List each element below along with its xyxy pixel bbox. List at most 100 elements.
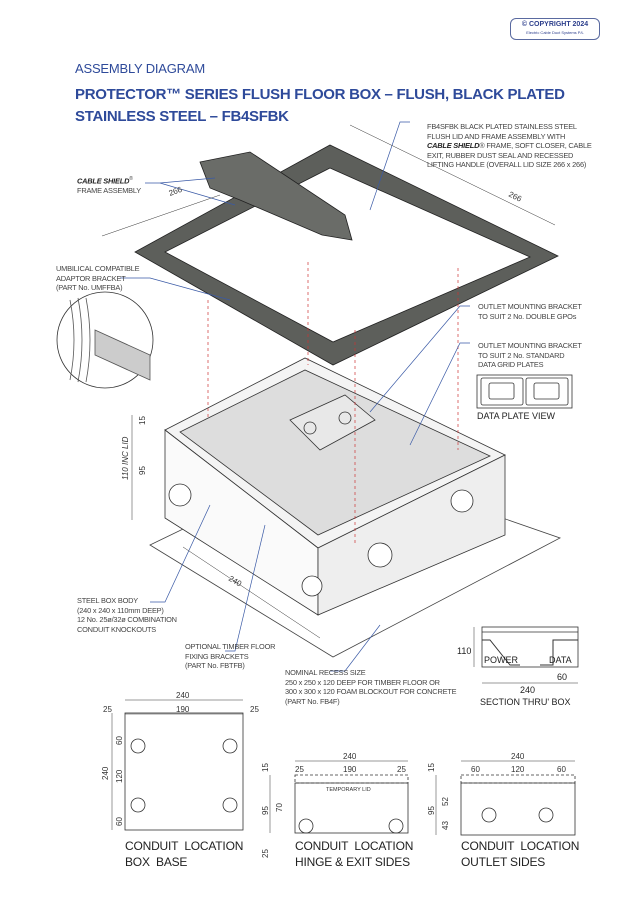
note-line: EXIT, RUBBER DUST SEAL AND RECESSED xyxy=(427,150,574,160)
brand-name: CABLE SHIELD xyxy=(427,141,480,151)
temporary-lid-label: TEMPORARY LID xyxy=(326,787,371,793)
section-caption: SECTION THRU' BOX xyxy=(480,697,571,707)
caption-line: OUTLET SIDES xyxy=(461,855,546,869)
base-dim: 25 xyxy=(103,705,112,714)
hinge-dim: 190 xyxy=(343,765,357,774)
note-line: STEEL BOX BODY xyxy=(77,596,138,605)
hinge-dim: 95 xyxy=(261,806,270,815)
base-dim: 25 xyxy=(250,705,259,714)
hinge-caption: CONDUIT LOCATION HINGE & EXIT SIDES xyxy=(295,838,413,870)
note-line: TO SUIT 2 No. STANDARD xyxy=(478,350,565,360)
hinge-dim: 15 xyxy=(261,763,270,772)
hinge-dim: 25 xyxy=(397,765,406,774)
lid-flap xyxy=(199,151,353,241)
copyright-owner: Electric Cable Duct Systems P/L xyxy=(526,30,584,35)
data-jack xyxy=(488,382,515,400)
gpo-socket xyxy=(338,411,352,425)
knockout xyxy=(367,542,393,568)
knockout xyxy=(168,483,192,507)
section-power: POWER xyxy=(484,655,519,665)
lid-opening xyxy=(164,167,531,343)
outlet-dim: 52 xyxy=(441,797,450,806)
box-interior xyxy=(179,369,491,536)
section-height: 110 xyxy=(457,646,471,656)
base-dim: 60 xyxy=(115,736,124,745)
note-line: CABLE SHIELD® FRAME, SOFT CLOSER, CABLE xyxy=(427,141,592,151)
note-line: 300 x 300 x 120 FOAM BLOCKOUT FOR CONCRE… xyxy=(285,687,457,697)
gpo-socket xyxy=(303,421,317,435)
note-line: NOMINAL RECESS SIZE xyxy=(285,668,366,677)
page-title: PROTECTOR™ SERIES FLUSH FLOOR BOX – FLUS… xyxy=(75,86,565,125)
caption-line: CONDUIT LOCATION xyxy=(461,839,580,853)
note-line: UMBILICAL COMPATIBLE xyxy=(56,264,140,273)
note-line: DATA GRID PLATES xyxy=(478,360,544,370)
note-line: CABLE SHIELD® xyxy=(77,175,141,186)
note-line: (PART No. FBTFB) xyxy=(185,661,245,671)
outlet-dim: 240 xyxy=(511,752,525,761)
steel-box-callout: STEEL BOX BODY (240 x 240 x 110mm DEEP) … xyxy=(77,596,177,634)
section-width: 240 xyxy=(520,685,535,695)
base-caption: CONDUIT LOCATION BOX BASE xyxy=(125,838,243,870)
note-line: FIXING BRACKETS xyxy=(185,651,249,661)
note-line: OPTIONAL TIMBER FLOOR xyxy=(185,642,276,651)
gpo-bracket-callout: OUTLET MOUNTING BRACKET TO SUIT 2 No. DO… xyxy=(478,302,582,321)
hinge-drawing xyxy=(269,760,409,834)
note-line: CONDUIT KNOCKOUTS xyxy=(77,624,156,634)
timber-callout: OPTIONAL TIMBER FLOOR FIXING BRACKETS (P… xyxy=(185,642,275,671)
data-plate-view xyxy=(476,374,573,409)
dim-body-h: 95 xyxy=(138,466,147,475)
copyright-title: © COPYRIGHT 2024 xyxy=(521,21,589,28)
caption-line: CONDUIT LOCATION xyxy=(295,839,414,853)
hinge-dim: 25 xyxy=(261,849,270,858)
base-drawing xyxy=(111,699,244,831)
data-bracket-callout: OUTLET MOUNTING BRACKET TO SUIT 2 No. ST… xyxy=(478,341,582,370)
note-line: (PART No. FB4F) xyxy=(285,696,340,706)
base-dim: 240 xyxy=(101,766,110,780)
note-line: ® FRAME, SOFT CLOSER, CABLE xyxy=(479,141,592,151)
dim-width: 240 xyxy=(227,574,244,589)
data-plate xyxy=(525,377,569,406)
knockout xyxy=(450,489,474,513)
section-view xyxy=(473,626,579,684)
outlet-dim: 95 xyxy=(427,806,436,815)
note-line: 250 x 250 x 120 DEEP FOR TIMBER FLOOR OR xyxy=(285,677,440,687)
data-jack xyxy=(533,382,560,400)
dim-lid-a: 266 xyxy=(168,185,184,198)
outlet-drawing xyxy=(435,760,576,836)
hinge-dim: 25 xyxy=(295,765,304,774)
note-line: 12 No. 25ø/32ø COMBINATION xyxy=(77,615,177,625)
lid-callout: FB4SFBK BLACK PLATED STAINLESS STEEL FLU… xyxy=(427,122,592,170)
note-line: OUTLET MOUNTING BRACKET xyxy=(478,341,582,350)
dim-lid-h: 15 xyxy=(138,416,147,425)
frame-callout: CABLE SHIELD® FRAME ASSEMBLY xyxy=(77,175,141,196)
note-line: TO SUIT 2 No. DOUBLE GPOs xyxy=(478,311,577,321)
alignment-lines xyxy=(207,262,459,545)
base-dim: 120 xyxy=(115,769,124,783)
copyright-badge: © COPYRIGHT 2024 Electric Cable Duct Sys… xyxy=(510,18,600,40)
reg-mark: ® xyxy=(129,176,133,182)
note-line: FLUSH LID AND FRAME ASSEMBLY WITH xyxy=(427,131,566,141)
knockout xyxy=(301,575,323,597)
note-line: FB4SFBK BLACK PLATED STAINLESS STEEL xyxy=(427,122,577,131)
caption-line: HINGE & EXIT SIDES xyxy=(295,855,410,869)
outlet-dim: 120 xyxy=(511,765,525,774)
brand-name: CABLE SHIELD xyxy=(77,176,130,186)
umbilical-detail xyxy=(69,297,151,383)
dimension-lines xyxy=(101,124,556,639)
outlet-caption: CONDUIT LOCATION OUTLET SIDES xyxy=(461,838,579,870)
note-line: ADAPTOR BRACKET xyxy=(56,273,126,283)
leader-lines xyxy=(120,121,470,672)
data-plate xyxy=(480,377,524,406)
dim-lid-b: 266 xyxy=(507,190,523,204)
base-dim: 190 xyxy=(176,705,190,714)
caption-line: BOX BASE xyxy=(125,855,188,869)
note-line: (240 x 240 x 110mm DEEP) xyxy=(77,605,164,615)
note-line: (PART No. UMFFBA) xyxy=(56,283,123,293)
recess-callout: NOMINAL RECESS SIZE 250 x 250 x 120 DEEP… xyxy=(285,668,457,706)
dim-height: 110 INC LID xyxy=(121,436,130,480)
gpo-bracket xyxy=(289,394,376,451)
section-data-width: 60 xyxy=(557,672,567,682)
note-line: FRAME ASSEMBLY xyxy=(77,186,142,196)
section-data: DATA xyxy=(549,655,572,665)
